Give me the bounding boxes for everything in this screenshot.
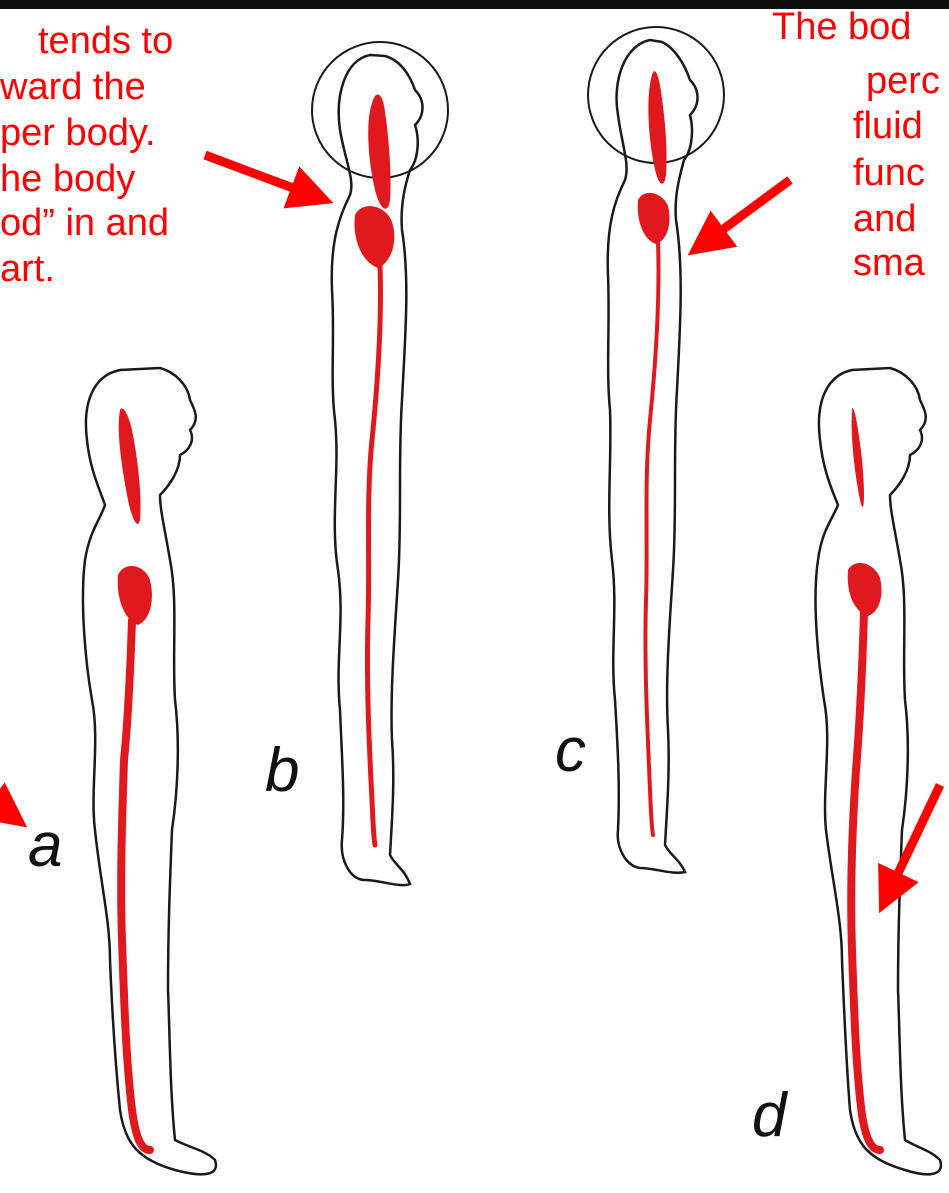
left-caption-line-2: ward the bbox=[0, 64, 146, 110]
left-caption-line-6: art. bbox=[0, 246, 55, 292]
figure-a-heart bbox=[118, 566, 152, 625]
right-caption-line-6: sma bbox=[853, 240, 925, 286]
left-caption-line-5: od” in and bbox=[0, 200, 169, 246]
left-caption-line-1: tends to bbox=[38, 18, 173, 64]
figure-label-d: d bbox=[752, 1080, 786, 1151]
figure-a-fluid-head bbox=[119, 408, 141, 523]
figure-label-a: a bbox=[28, 810, 62, 881]
figure-c-fluid-column bbox=[645, 242, 658, 835]
figure-label-c: c bbox=[555, 715, 586, 786]
arrow-to-figure-c bbox=[695, 180, 790, 250]
figure-c-fluid-head bbox=[648, 71, 666, 184]
right-caption-line-5: and bbox=[853, 196, 916, 242]
figure-a-fluid-column bbox=[121, 620, 150, 1150]
figure-d-outline bbox=[816, 368, 941, 1174]
figure-c bbox=[588, 27, 724, 873]
figure-b-heart bbox=[354, 206, 394, 268]
right-caption-line-3: fluid bbox=[853, 103, 923, 149]
arrow-to-figure-d bbox=[883, 785, 940, 905]
arrow-to-figure-b bbox=[205, 155, 325, 200]
figure-b bbox=[312, 42, 448, 885]
figure-d-fluid-column bbox=[851, 612, 880, 1150]
figure-a-outline bbox=[83, 368, 216, 1174]
left-caption-line-4: he body bbox=[0, 156, 135, 202]
figure-c-outline bbox=[608, 40, 698, 873]
figure-label-b: b bbox=[265, 735, 299, 806]
arrow-to-figure-a bbox=[0, 807, 20, 822]
right-caption-line-2: perc bbox=[866, 58, 940, 104]
right-caption-line-1: The bod bbox=[772, 4, 911, 50]
figure-a bbox=[83, 368, 216, 1174]
figure-b-fluid-column bbox=[367, 265, 380, 845]
left-caption-line-3: per body. bbox=[0, 110, 156, 156]
figure-d bbox=[816, 368, 941, 1174]
figure-c-heart bbox=[638, 193, 670, 244]
right-caption-line-4: func bbox=[853, 150, 925, 196]
figure-b-fluid-head bbox=[368, 95, 390, 209]
figure-d-fluid-head bbox=[852, 408, 864, 507]
